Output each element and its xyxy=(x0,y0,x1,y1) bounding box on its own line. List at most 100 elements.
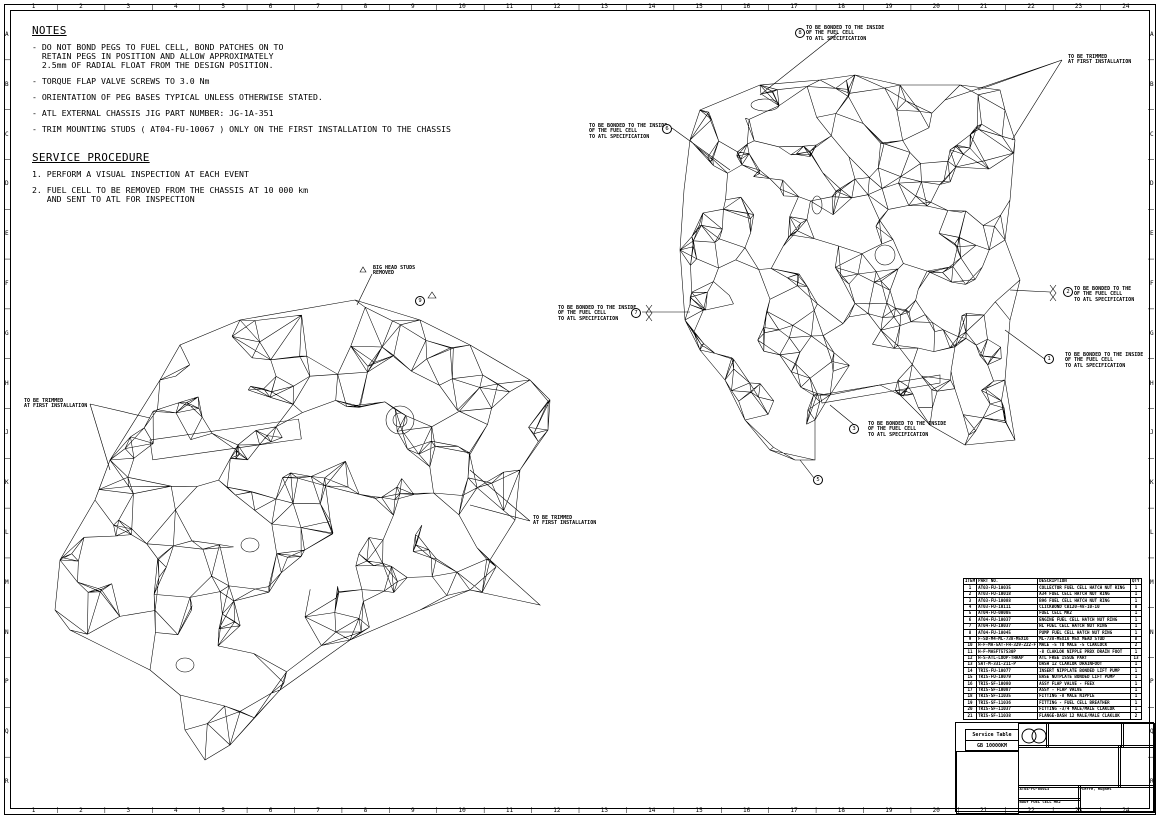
zone-marker: 11 xyxy=(505,807,514,814)
sheet-border-outer xyxy=(4,4,1156,815)
callout-bond-2: TO BE BONDED TO THE OF THE FUEL CELL TO … xyxy=(1074,286,1135,303)
callout-bond-8: TO BE BONDED TO THE INSIDE OF THE FUEL C… xyxy=(806,25,885,42)
zone-marker: K xyxy=(1150,479,1154,487)
sheet-border-inner xyxy=(10,10,1150,809)
zone-marker: 12 xyxy=(553,807,561,814)
zone-marker: 14 xyxy=(648,3,656,10)
zone-marker: G xyxy=(1150,329,1154,337)
note-item: - ORIENTATION OF PEG BASES TYPICAL UNLES… xyxy=(32,92,323,102)
zone-marker: E xyxy=(1150,230,1154,238)
zone-marker: 14 xyxy=(648,807,656,814)
bom-header: ITEM xyxy=(962,577,978,586)
bom-cell: TRIS-SF-11038 xyxy=(976,712,1039,720)
zone-marker: 13 xyxy=(600,807,608,814)
zone-marker: 5 xyxy=(221,3,225,10)
zone-marker: M xyxy=(1150,578,1154,586)
title-block-info xyxy=(1018,745,1121,788)
zone-marker: G xyxy=(5,329,9,337)
zone-marker: 23 xyxy=(1074,3,1083,10)
zone-marker: B xyxy=(1150,80,1154,88)
callout-trim-right: TO BE TRIMMED AT FIRST INSTALLATION xyxy=(1068,54,1132,66)
zone-marker: 24 xyxy=(1122,807,1130,814)
zone-marker: 21 xyxy=(980,807,988,814)
zone-marker: 5 xyxy=(221,807,225,814)
drawn-by: Pierre, Hughes xyxy=(1078,785,1155,813)
callout-trim-left: TO BE TRIMMED AT FIRST INSTALLATION xyxy=(24,398,88,410)
service-procedure-heading: SERVICE PROCEDURE xyxy=(32,151,150,164)
note-item: - TRIM MOUNTING STUDS ( AT04-FU-10067 ) … xyxy=(32,124,451,134)
service-table-value: GB 10000KM xyxy=(976,743,1008,749)
zone-marker: 17 xyxy=(790,807,798,814)
note-item: - ATL EXTERNAL CHASSIS JIG PART NUMBER: … xyxy=(32,108,274,118)
zone-marker: J xyxy=(1150,429,1154,437)
zone-marker: F xyxy=(1150,279,1154,287)
zone-marker: Q xyxy=(5,728,9,736)
zone-marker: 4 xyxy=(173,807,178,814)
zone-marker: 19 xyxy=(885,807,893,814)
zone-marker: P xyxy=(5,678,9,686)
zone-marker: A xyxy=(5,30,9,38)
item-balloon: 2 xyxy=(1063,287,1073,297)
zone-marker: 12 xyxy=(553,3,561,10)
item-balloon: 6 xyxy=(662,124,672,134)
callout-trim-mid: TO BE TRIMMED AT FIRST INSTALLATION xyxy=(533,515,597,527)
note-item: - TORQUE FLAP VALVE SCREWS TO 3.0 Nm xyxy=(32,76,210,86)
item-balloon: 8 xyxy=(795,28,805,38)
zone-marker: 16 xyxy=(742,3,751,10)
zone-marker: 17 xyxy=(790,3,798,10)
zone-marker: J xyxy=(5,429,9,437)
zone-marker: 8 xyxy=(363,807,368,814)
logo-icon xyxy=(1021,728,1046,743)
callout-big-head-studs: BIG HEAD STUDS REMOVED xyxy=(373,265,416,277)
zone-marker: L xyxy=(1150,529,1154,537)
zone-marker: 9 xyxy=(411,3,415,10)
zone-marker: 16 xyxy=(742,807,751,814)
zone-marker: 1 xyxy=(31,3,36,10)
zone-marker: 13 xyxy=(600,3,608,10)
zone-marker: 9 xyxy=(411,807,415,814)
zone-marker: 15 xyxy=(695,3,703,10)
service-item: 2. FUEL CELL TO BE REMOVED FROM THE CHAS… xyxy=(32,185,309,204)
bom-cell: 2 xyxy=(1130,712,1142,720)
zone-marker: 15 xyxy=(695,807,703,814)
zone-marker: R xyxy=(1150,778,1154,786)
zone-marker: H xyxy=(1150,379,1154,387)
zone-marker: 20 xyxy=(932,807,940,814)
notes-section: NOTES - DO NOT BOND PEGS TO FUEL CELL, B… xyxy=(32,24,552,211)
bom-cell: COLLECTOR FUEL CELL HATCH NUT RING xyxy=(1037,584,1131,592)
zone-marker: 4 xyxy=(173,3,178,10)
zone-marker: 11 xyxy=(505,3,514,10)
bom-cell: FLANGE-DASH 12 MALE/MALE CLAKLOK xyxy=(1037,712,1131,720)
zone-marker: 19 xyxy=(885,3,893,10)
bom-cell: -8 CLAKLOK NIPPLE PRBX DRAIN FOOT xyxy=(1037,648,1131,656)
zone-marker: B xyxy=(5,80,9,88)
zone-marker: M xyxy=(5,578,9,586)
zone-marker: 21 xyxy=(980,3,988,10)
zone-marker: 24 xyxy=(1122,3,1130,10)
title-block-notice xyxy=(1046,723,1124,748)
service-table-title: Service Table xyxy=(966,730,1018,741)
callout-bond-3: TO BE BONDED TO THE INSIDE OF THE FUEL C… xyxy=(868,421,947,438)
zone-marker: 3 xyxy=(126,3,131,10)
small-part-icons xyxy=(359,266,1057,322)
zone-marker: 10 xyxy=(458,3,466,10)
zone-marker: 6 xyxy=(268,807,273,814)
zone-marker: L xyxy=(5,529,9,537)
zone-marker: D xyxy=(1150,180,1154,188)
zone-marker: 1 xyxy=(31,807,36,814)
zone-marker: A xyxy=(1150,30,1154,38)
zone-marker: N xyxy=(5,628,9,636)
zone-marker: E xyxy=(5,230,9,238)
bom-cell: 21 xyxy=(962,712,978,720)
zone-marker: H xyxy=(5,379,9,387)
zone-marker: 18 xyxy=(837,807,846,814)
notes-heading: NOTES xyxy=(32,24,67,37)
item-balloon: 3 xyxy=(849,424,859,434)
fuel-cell-iso-view-right xyxy=(679,74,1021,461)
item-balloon: 9 xyxy=(415,296,425,306)
